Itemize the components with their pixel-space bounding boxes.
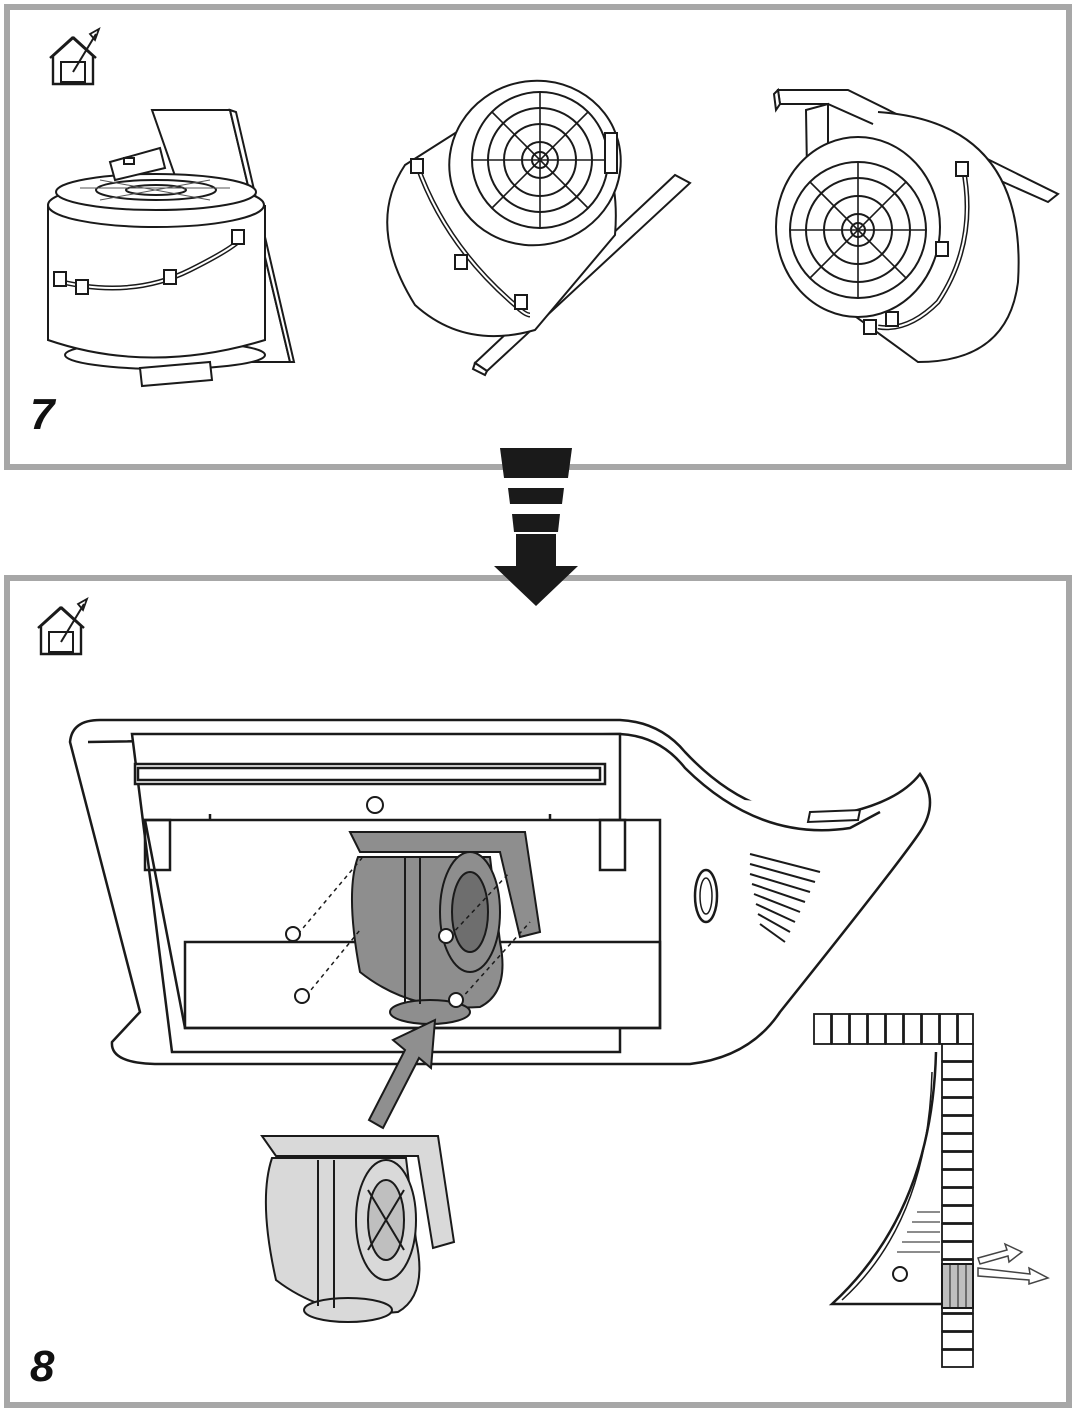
ducted-exhaust-house-icon — [37, 597, 89, 656]
wall-section-illustration — [813, 1013, 1050, 1368]
step-number-7: 7 — [30, 390, 55, 439]
hood-canopy-illustration — [68, 718, 932, 1066]
motor-unit-illustration — [260, 1135, 456, 1323]
down-arrow-icon — [494, 448, 578, 606]
step-number-8: 8 — [30, 1342, 55, 1391]
ducted-exhaust-house-icon — [49, 27, 101, 86]
motor-on-bracket-side-illustration — [772, 87, 1060, 364]
insert-arrow-icon — [367, 1018, 437, 1130]
motor-with-grille-tilted-illustration — [386, 79, 692, 377]
motor-on-bracket-front-illustration — [47, 108, 296, 388]
